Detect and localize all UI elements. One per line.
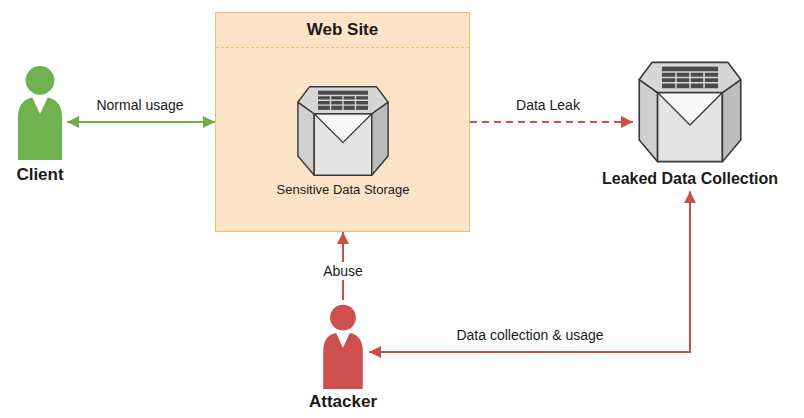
header-divider (216, 47, 469, 48)
website-box: Web SiteSensitive Data Storage (215, 12, 470, 232)
edge-label: Abuse (320, 262, 366, 280)
node-label: Sensitive Data Storage (277, 182, 410, 198)
database-node: Sensitive Data Storage (277, 83, 410, 198)
attacker-actor: Attacker (309, 303, 377, 412)
edge-label: Data Leak (513, 96, 583, 114)
database-icon (636, 58, 744, 166)
edge-label: Data collection & usage (453, 326, 606, 344)
person-icon (16, 62, 64, 162)
connector-arrow (470, 121, 633, 123)
node-label: Attacker (309, 392, 377, 412)
person-icon (320, 303, 366, 389)
database-node: Leaked Data Collection (602, 58, 778, 188)
node-label: Leaked Data Collection (602, 169, 778, 188)
database-icon (295, 83, 391, 179)
edge-label: Normal usage (93, 96, 186, 114)
client-actor: Client (16, 62, 64, 185)
connector-arrow (67, 121, 215, 123)
box-heading: Web Site (216, 13, 469, 40)
node-label: Client (16, 165, 63, 185)
